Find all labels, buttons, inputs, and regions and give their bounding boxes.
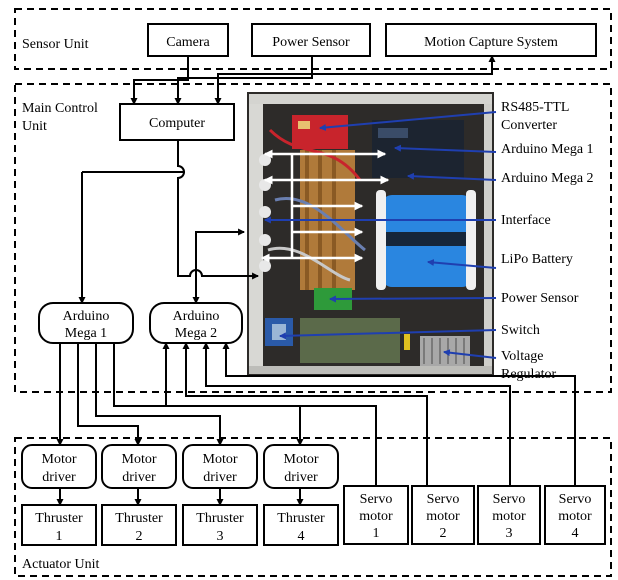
label-lipo-battery: LiPo Battery (501, 252, 573, 267)
label-voltage-regulator-line2: Regulator (501, 367, 557, 382)
thruster-3-line1: Thruster (196, 511, 244, 526)
motor-driver-3-line1: Motor (203, 452, 238, 467)
motor-driver-3-line2: driver (203, 470, 237, 485)
servo-motor-1-line2: motor (359, 509, 393, 524)
label-rs485-line1: RS485-TTL (501, 100, 569, 115)
servo-motor-1-line3: 1 (373, 526, 380, 541)
label-arduino-mega2: Arduino Mega 2 (501, 171, 594, 186)
servo-motor-1-line1: Servo (360, 492, 393, 507)
camera-label: Camera (166, 35, 210, 50)
photo-labels: RS485-TTL Converter Arduino Mega 1 Ardui… (501, 100, 594, 382)
arduino-mega2-line2: Mega 2 (175, 326, 217, 341)
servo-motor-3-line3: 3 (506, 526, 513, 541)
sensor-unit-label: Sensor Unit (22, 37, 89, 52)
label-voltage-regulator-line1: Voltage (501, 349, 544, 364)
servo-motor-4-line3: 4 (572, 526, 579, 541)
servo-motor-2-line1: Servo (427, 492, 460, 507)
thruster-1-line2: 1 (56, 529, 63, 544)
thruster-3-line2: 3 (217, 529, 224, 544)
arduino-mega1-line1: Arduino (63, 309, 110, 324)
motor-driver-1-line1: Motor (42, 452, 77, 467)
arduino-mega1-line2: Mega 1 (65, 326, 107, 341)
servo-motor-4-line2: motor (558, 509, 592, 524)
servo-motor-2-line2: motor (426, 509, 460, 524)
thruster-2-line1: Thruster (115, 511, 163, 526)
computer-label: Computer (149, 116, 205, 131)
servo-motor-3-line1: Servo (493, 492, 526, 507)
servo-motor-2-line3: 2 (440, 526, 447, 541)
thruster-4-line2: 4 (298, 529, 305, 544)
actuator-unit-label: Actuator Unit (22, 557, 99, 572)
servo-motor-4-line1: Servo (559, 492, 592, 507)
label-power-sensor: Power Sensor (501, 291, 579, 306)
motor-driver-2-line1: Motor (122, 452, 157, 467)
motion-capture-label: Motion Capture System (424, 35, 558, 50)
thruster-2-line2: 2 (136, 529, 143, 544)
thruster-1-line1: Thruster (35, 511, 83, 526)
power-sensor-label: Power Sensor (272, 35, 350, 50)
servo-motor-3-line2: motor (492, 509, 526, 524)
main-control-unit-label-line1: Main Control (22, 101, 98, 116)
thruster-4-line1: Thruster (277, 511, 325, 526)
main-control-unit-label-line2: Unit (22, 119, 47, 134)
motor-driver-2-line2: driver (122, 470, 156, 485)
label-switch: Switch (501, 323, 540, 338)
label-interface: Interface (501, 213, 551, 228)
arduino-mega2-line1: Arduino (173, 309, 220, 324)
motor-driver-4-line2: driver (284, 470, 318, 485)
label-rs485-line2: Converter (501, 118, 557, 133)
motor-driver-1-line2: driver (42, 470, 76, 485)
motor-driver-4-line1: Motor (284, 452, 319, 467)
label-arduino-mega1: Arduino Mega 1 (501, 142, 594, 157)
